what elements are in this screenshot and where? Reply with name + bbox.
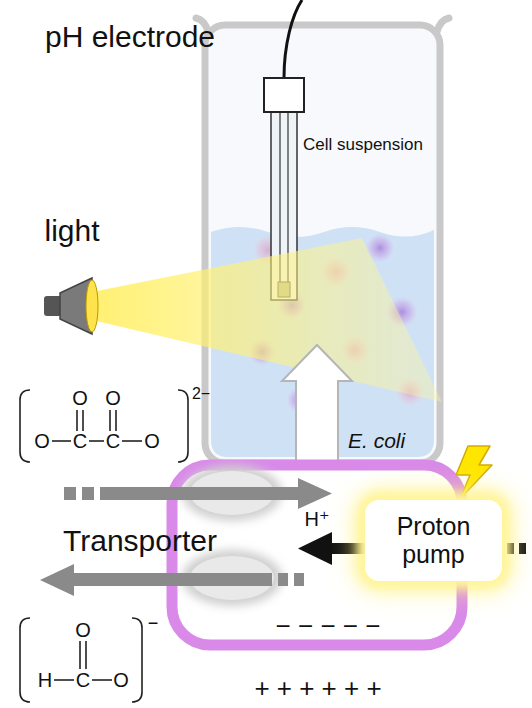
arrow-head: [298, 478, 332, 509]
bracket: [178, 390, 188, 462]
oxalate-bonds: [20, 390, 188, 462]
ion-charge: −: [148, 614, 159, 634]
charge-row: + + + + + +: [254, 674, 381, 703]
ion-charge: 2−: [192, 385, 210, 403]
arrow-head: [40, 564, 74, 596]
atom-symbol: O: [113, 669, 129, 691]
atom-symbol: O: [144, 430, 160, 452]
transporter-label: Transporter: [63, 524, 217, 557]
light-beam: [92, 238, 442, 402]
double-bond: [85, 641, 87, 669]
arrow-shaft: [100, 487, 300, 500]
arrow-dash: [507, 543, 514, 554]
beaker-label: Cell suspension: [303, 135, 433, 155]
beaker-wall: [205, 25, 440, 463]
formate-bonds: [20, 618, 142, 702]
cable: [284, 0, 302, 78]
arrow-dash: [519, 543, 526, 554]
bracket: [132, 618, 142, 702]
arrow-shaft: [72, 573, 272, 586]
flow-arrow: [282, 345, 352, 462]
atom-symbol: C: [106, 430, 120, 452]
double-bond: [82, 410, 84, 431]
single-bond: [54, 679, 74, 681]
bracket: [20, 618, 30, 702]
arrow-dash: [294, 573, 304, 586]
transporter: [40, 465, 332, 606]
atom-symbol: C: [76, 669, 90, 691]
double-bond: [115, 410, 117, 431]
atom-symbol: O: [105, 387, 121, 409]
single-bond: [89, 440, 104, 442]
beaker: Cell suspension: [195, 15, 450, 467]
electrode-head: [264, 78, 304, 112]
single-bond: [92, 679, 112, 681]
atom-symbol: C: [73, 430, 87, 452]
single-bond: [122, 440, 142, 442]
lightning-bolt: [456, 446, 492, 499]
beaker-lip: [196, 18, 449, 32]
arrow-dash: [82, 487, 94, 500]
atom-symbol: O: [72, 387, 88, 409]
single-bond: [52, 440, 71, 442]
beaker: [196, 18, 449, 463]
atom-symbol: O: [34, 430, 50, 452]
atom-symbol: H: [38, 669, 52, 691]
double-bond: [79, 641, 81, 669]
lamp-lens: [86, 280, 98, 332]
ion-label: H⁺: [305, 508, 330, 530]
atom-symbol: O: [75, 619, 91, 641]
light-label: light: [44, 214, 99, 247]
pump-label: Proton pump: [379, 513, 489, 568]
arrow-dash: [64, 487, 76, 500]
cell-name: E. coli: [348, 429, 405, 453]
proton-pump-box: Proton pump: [365, 500, 502, 581]
arrow-head: [298, 532, 332, 565]
instrument-label: pH electrode: [45, 20, 215, 53]
light-source: [44, 238, 442, 402]
charge-row: − − − − −: [276, 612, 381, 641]
bracket: [20, 390, 30, 462]
double-bond: [76, 410, 78, 431]
double-bond: [109, 410, 111, 431]
arrow-dash: [278, 573, 288, 586]
